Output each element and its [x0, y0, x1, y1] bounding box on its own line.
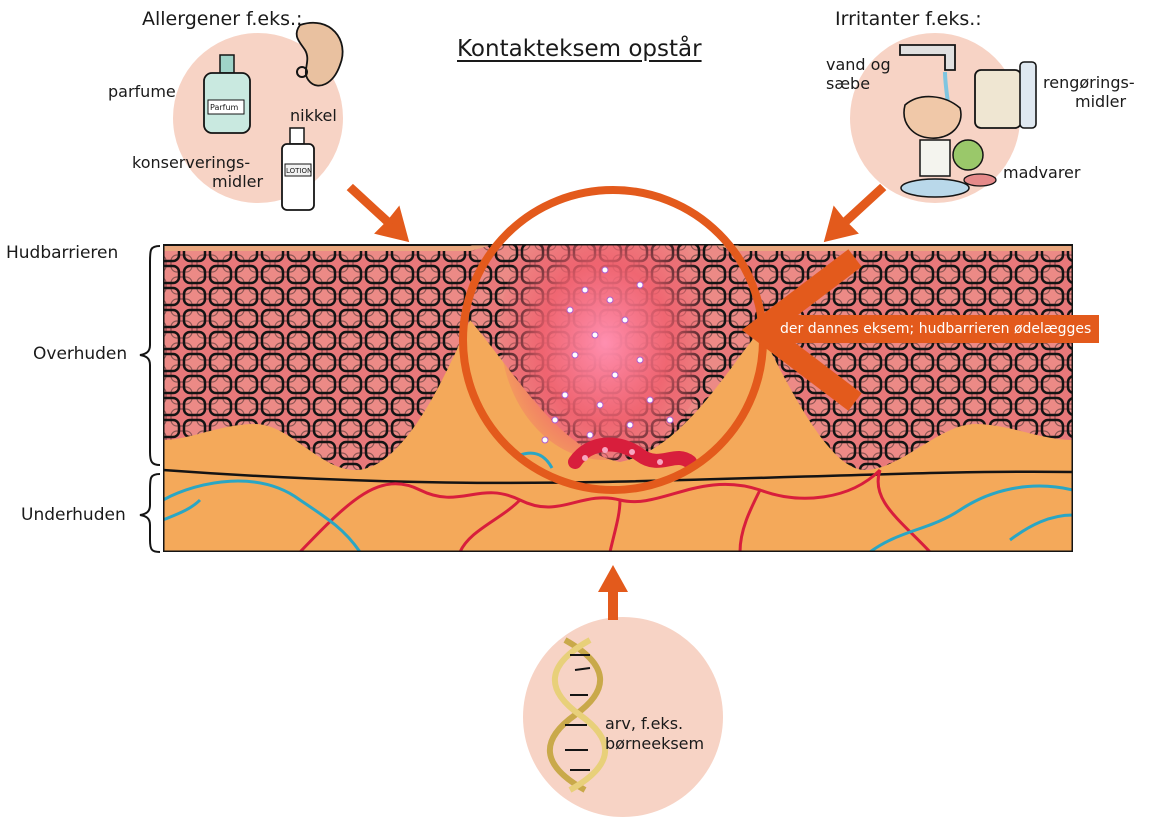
- lotion-bottle-label: LOTION: [286, 167, 312, 175]
- diagram-title: Kontakteksem opstår: [457, 36, 702, 62]
- layer-brackets: [140, 246, 160, 552]
- label-cleaning-2: midler: [1075, 92, 1126, 111]
- label-cleaning-1: rengørings-: [1043, 73, 1135, 92]
- allergen-heading: Allergener f.eks.:: [142, 8, 302, 30]
- label-water-1: vand og: [826, 55, 891, 74]
- skin-cross-section: [163, 200, 1073, 552]
- inflammation-area: [500, 200, 710, 460]
- layer-label-dermis: Underhuden: [21, 505, 126, 525]
- layer-label-epidermis: Overhuden: [33, 344, 127, 364]
- perfume-bottle-label: Parfum: [210, 103, 238, 112]
- callout-banner: der dannes eksem; hudbarrieren ødelægges: [770, 315, 1099, 343]
- label-nickel: nikkel: [290, 106, 337, 125]
- label-perfume: parfume: [108, 82, 176, 101]
- layer-label-barrier: Hudbarrieren: [6, 243, 118, 263]
- label-preservatives-2: midler: [212, 172, 263, 191]
- detergent-bottle-icon: [975, 62, 1036, 128]
- label-heredity-1: arv, f.eks.: [605, 714, 683, 733]
- label-water-2: sæbe: [826, 74, 870, 93]
- label-preservatives-1: konserverings-: [132, 153, 250, 172]
- hands-icon: [904, 97, 961, 139]
- irritant-heading: Irritanter f.eks.:: [835, 8, 982, 30]
- label-food: madvarer: [1003, 163, 1080, 182]
- label-heredity-2: børneeksem: [605, 734, 704, 753]
